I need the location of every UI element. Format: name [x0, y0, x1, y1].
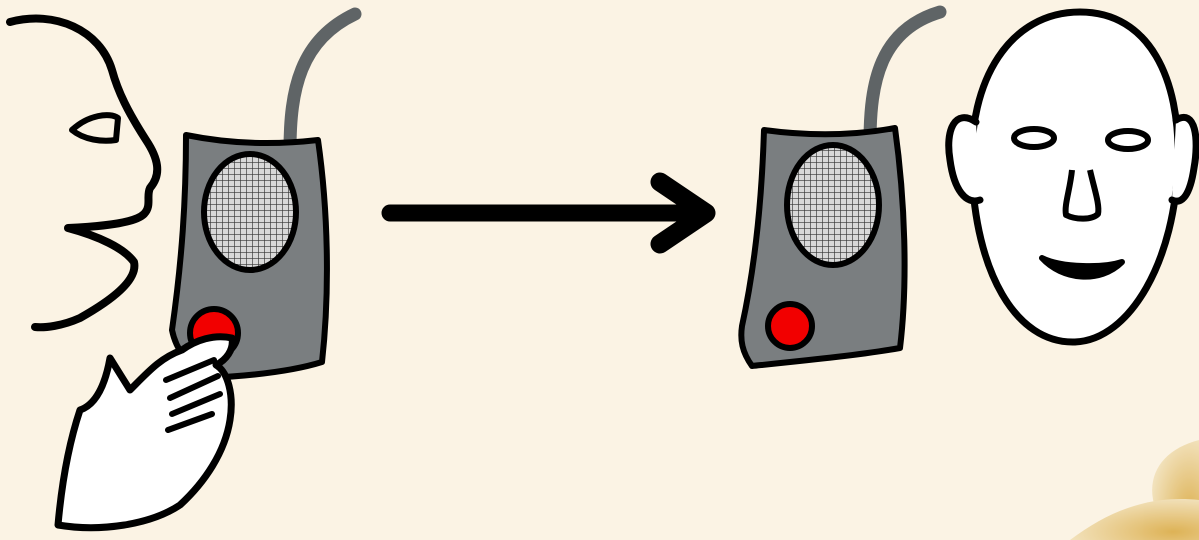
- nose-icon: [1062, 169, 1102, 222]
- speaking-face-profile-icon: [6, 14, 162, 332]
- hand-pressing-button-icon: [54, 333, 236, 532]
- sender-speaker-grille: [201, 151, 299, 273]
- right-eye-icon: [1105, 128, 1151, 152]
- speaker-eye-icon: [69, 112, 121, 144]
- arrow-right-icon: [381, 172, 716, 254]
- left-ear-icon: [945, 114, 984, 205]
- left-eye-icon: [1011, 126, 1057, 150]
- flower-decoration-icon: [1070, 440, 1199, 540]
- sending-walkie-talkie-icon: [169, 7, 362, 381]
- receiver-antenna: [863, 5, 947, 149]
- receiver-talk-button: [765, 301, 815, 351]
- receiving-walkie-talkie-icon: [738, 5, 947, 369]
- smiling-face-icon: [945, 8, 1199, 346]
- receiver-speaker-grille: [784, 142, 882, 268]
- sender-antenna: [283, 7, 362, 157]
- smile-icon: [1039, 255, 1125, 280]
- right-ear-icon: [1168, 114, 1199, 205]
